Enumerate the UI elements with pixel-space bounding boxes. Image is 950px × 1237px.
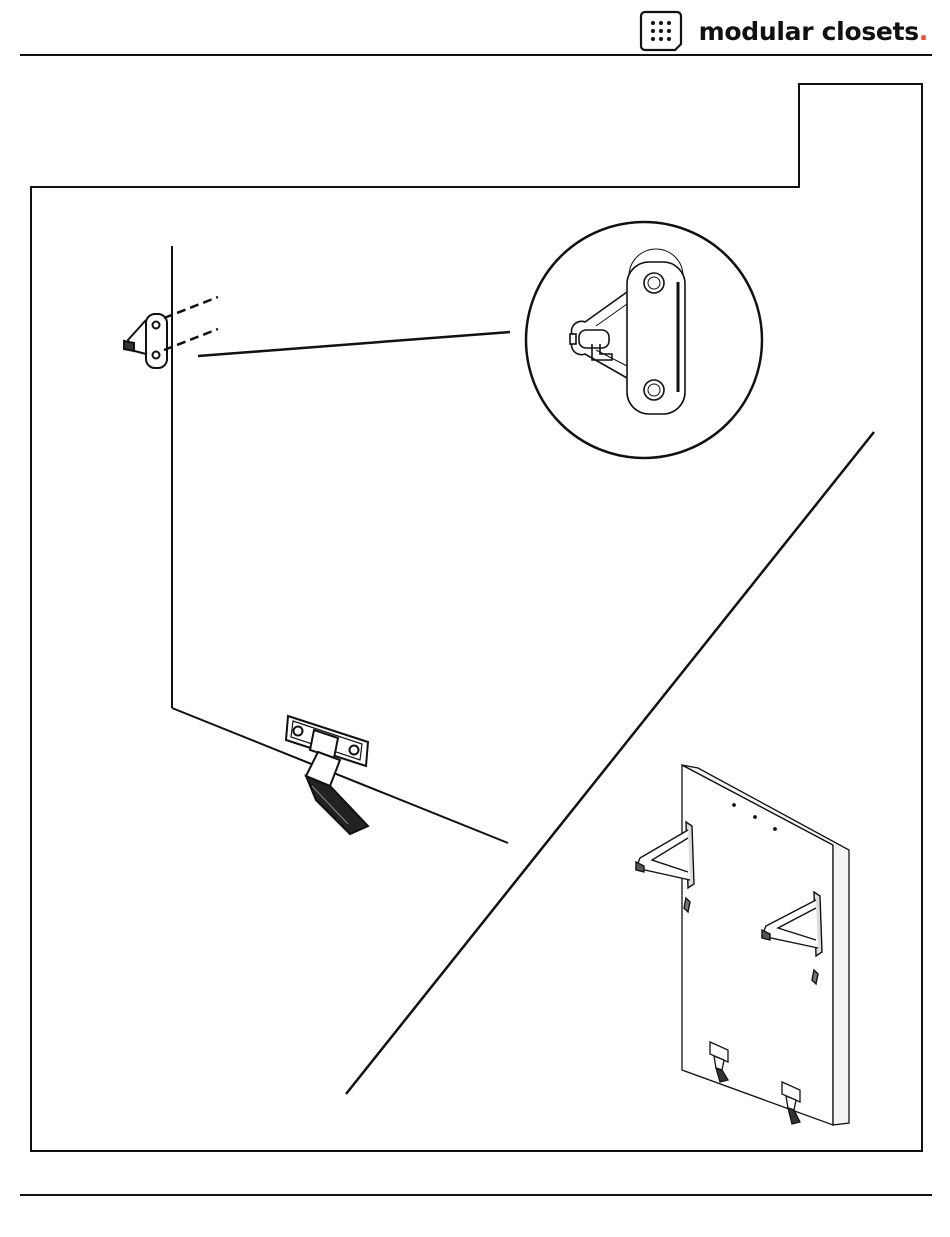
cabinet-hinge <box>286 716 368 834</box>
door-clip-bracket <box>124 314 167 368</box>
door-clip-magnified-detail <box>526 222 762 458</box>
door-bracket-left <box>636 822 694 912</box>
detail-pointer-line <box>198 332 510 356</box>
footer-rule <box>20 1194 932 1196</box>
door-panel-with-hinges-overview <box>636 765 849 1125</box>
